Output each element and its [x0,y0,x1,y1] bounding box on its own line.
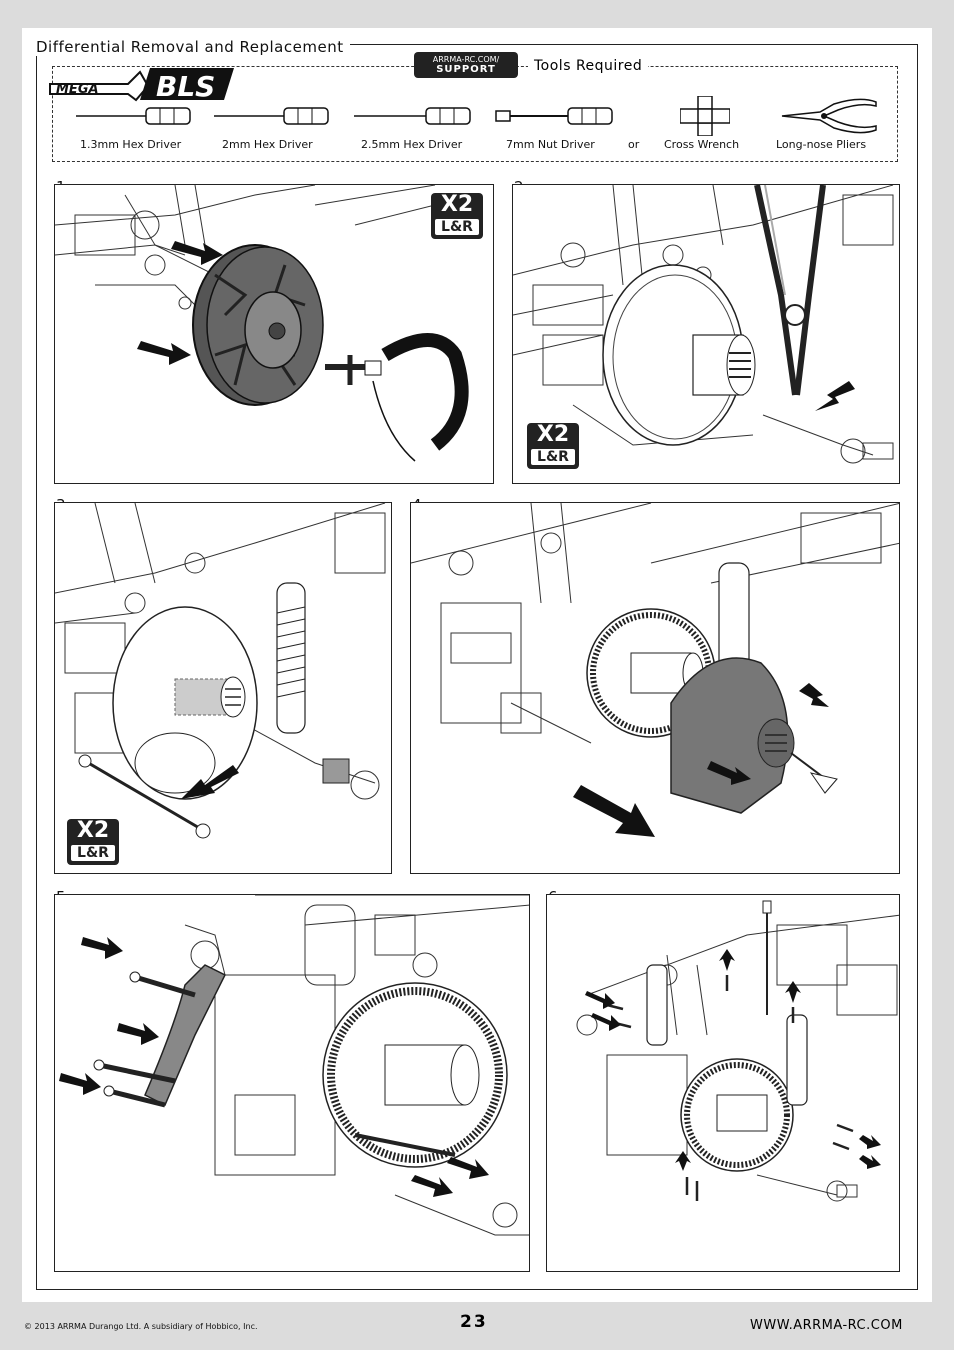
tool-label-or: or [628,138,640,151]
tool-label: Long-nose Pliers [776,138,867,151]
support-badge[interactable]: ARRMA-RC.COM/ SUPPORT [414,52,518,78]
svg-text:BLS: BLS [156,70,215,103]
step-2-panel: X2 L&R [512,184,900,484]
hex-driver-icon [74,96,192,140]
hex-driver-icon [352,96,472,140]
x2-badge-sub: L&R [435,219,479,235]
tool-label: 2mm Hex Driver [222,138,313,151]
x2-badge-sub: L&R [71,845,115,861]
step-5-panel [54,894,530,1272]
step-3-panel: X2 L&R [54,502,392,874]
chassis-screw-removal-illustration [576,900,899,1202]
tool-label: 2.5mm Hex Driver [361,138,463,151]
tool-label: 1.3mm Hex Driver [80,138,182,151]
tools-required-heading: Tools Required [528,58,649,74]
footer-copyright: © 2013 ARRMA Durango Ltd. A subsidiary o… [24,1322,258,1331]
footer-website-link[interactable]: WWW.ARRMA-RC.COM [750,1318,903,1333]
page-number: 23 [460,1312,488,1332]
mega-bls-logo: MEGA BLS [48,64,238,106]
step-4-panel [410,502,900,874]
x2-left-right-badge: X2 L&R [67,819,119,865]
tool-label: 7mm Nut Driver [506,138,595,151]
pliers-icon [780,96,880,140]
gear-cover-removal-illustration [411,503,899,837]
x2-badge-sub: L&R [531,449,575,465]
x2-badge-main: X2 [536,422,570,447]
step-6-panel [546,894,900,1272]
support-badge-label: SUPPORT [436,64,496,75]
svg-text:MEGA: MEGA [56,82,99,97]
step-1-panel: X2 L&R [54,184,494,484]
tool-label: Cross Wrench [664,138,740,151]
wheel-removal-illustration [55,185,476,462]
cross-wrench-icon [680,96,730,140]
page-frame [36,44,918,1290]
support-badge-url: ARRMA-RC.COM/ [432,55,500,64]
x2-left-right-badge: X2 L&R [431,193,483,239]
x2-badge-main: X2 [76,818,110,843]
x2-left-right-badge: X2 L&R [527,423,579,469]
rear-bulkhead-removal-illustration [59,895,529,1236]
pliers-removal-illustration [513,185,894,464]
driveshaft-removal-illustration [55,503,386,839]
hex-driver-icon [212,96,330,140]
nut-driver-icon [494,96,614,140]
page-title: Differential Removal and Replacement [36,38,350,56]
x2-badge-main: X2 [440,192,474,217]
